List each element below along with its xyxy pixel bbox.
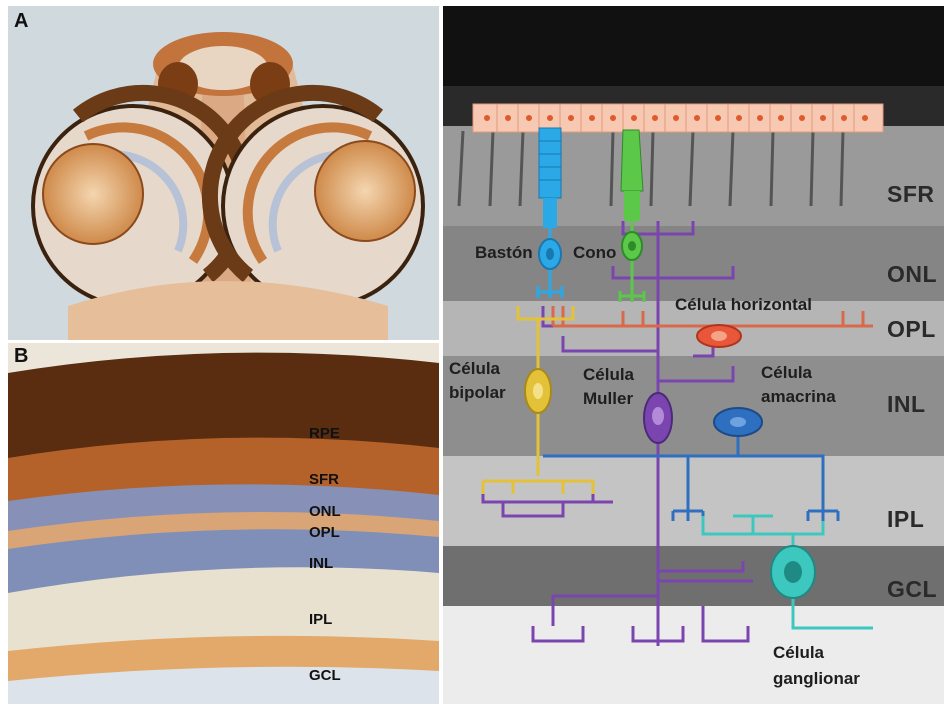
b-label-rpe: RPE <box>309 425 340 442</box>
label-ganglion-line2: ganglionar <box>773 668 860 690</box>
label-amacrine-line1: Célula <box>761 362 812 384</box>
label-bipolar-line2: bipolar <box>449 382 506 404</box>
c-label-opl: OPL <box>887 316 936 343</box>
panel-c-retina-diagram: C RPE SFR ONL OPL INL IPL GCL Bastón Con… <box>443 6 944 704</box>
b-label-onl: ONL <box>309 503 341 520</box>
rpe-cell-row <box>473 104 883 132</box>
b-label-inl: INL <box>309 555 333 572</box>
b-label-opl: OPL <box>309 524 340 541</box>
panel-c-letter: C <box>449 10 463 33</box>
label-amacrine-line2: amacrina <box>761 386 836 408</box>
label-cone: Cono <box>573 242 616 264</box>
label-bipolar-line1: Célula <box>449 358 500 380</box>
label-rod: Bastón <box>475 242 533 264</box>
retina-histology-image <box>8 343 439 704</box>
retina-cell-diagram <box>443 6 944 704</box>
panel-a-eye-section: A <box>8 6 439 340</box>
c-label-rpe: RPE <box>887 105 936 132</box>
label-horizontal-cell: Célula horizontal <box>675 294 812 316</box>
label-muller-line2: Muller <box>583 388 633 410</box>
c-label-gcl: GCL <box>887 576 937 603</box>
b-label-ipl: IPL <box>309 611 332 628</box>
panel-b-retina-section: B RPE SFR ONL OPL INL IPL GCL <box>8 343 439 704</box>
b-label-gcl: GCL <box>309 667 341 684</box>
c-label-inl: INL <box>887 391 926 418</box>
label-ganglion-line1: Célula <box>773 642 824 664</box>
c-label-sfr: SFR <box>887 181 935 208</box>
panel-b-letter: B <box>14 345 28 368</box>
c-label-onl: ONL <box>887 261 937 288</box>
panel-a-letter: A <box>14 10 28 33</box>
c-label-ipl: IPL <box>887 506 924 533</box>
label-muller-line1: Célula <box>583 364 634 386</box>
b-label-sfr: SFR <box>309 471 339 488</box>
eye-histology-image <box>8 6 439 340</box>
